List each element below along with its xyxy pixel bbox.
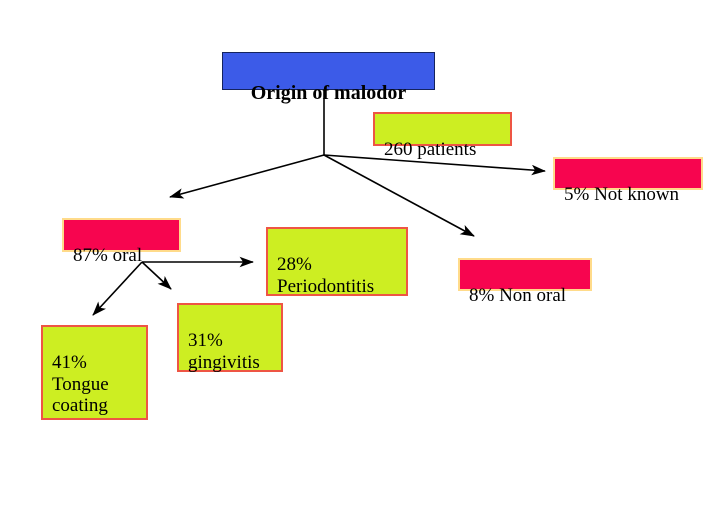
node-oral[interactable]: 87% oral <box>62 218 181 266</box>
connector-hub-to-non-oral <box>323 154 475 237</box>
connector-hub2-to-gingivitis <box>141 261 172 290</box>
node-origin-of-malodor-label: Origin of malodor <box>250 82 407 105</box>
node-tongue-coating[interactable]: 41% Tongue coating <box>41 325 148 420</box>
node-periodontitis[interactable]: 28% Periodontitis <box>266 227 408 297</box>
connector-hub-to-not-known <box>323 154 546 176</box>
node-not-known[interactable]: 5% Not known <box>553 157 703 205</box>
node-non-oral[interactable]: 8% Non oral <box>458 258 592 306</box>
node-gingivitis-label: 31% gingivitis <box>188 330 260 373</box>
connector-hub-to-oral <box>169 154 325 199</box>
node-periodontitis-label: 28% Periodontitis <box>277 254 375 297</box>
node-oral-label: 87% oral <box>73 245 143 267</box>
node-tongue-coating-label: 41% Tongue coating <box>52 352 109 416</box>
node-gingivitis[interactable]: 31% gingivitis <box>177 303 283 373</box>
node-260-patients[interactable]: 260 patients <box>373 112 512 160</box>
node-origin-of-malodor[interactable]: Origin of malodor <box>222 52 435 104</box>
node-not-known-label: 5% Not known <box>564 184 680 206</box>
node-260-patients-label: 260 patients <box>384 139 477 161</box>
connector-hub2-to-tongue-coating <box>92 261 143 316</box>
node-non-oral-label: 8% Non oral <box>469 285 567 307</box>
